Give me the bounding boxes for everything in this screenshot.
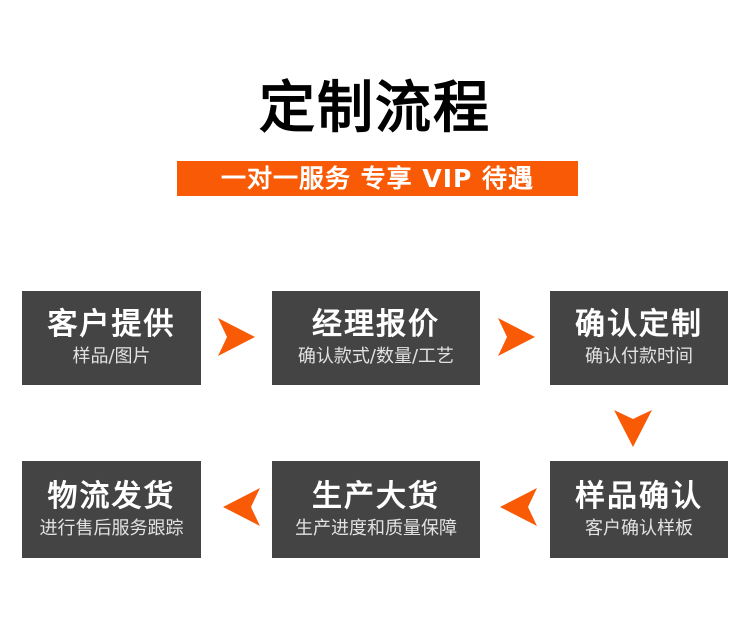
flow-step-title: 样品确认 [575, 478, 703, 514]
flow-step-title: 确认定制 [575, 307, 703, 342]
flow-step-title: 生产大货 [312, 478, 440, 514]
arrow-right-icon [494, 316, 538, 358]
flow-step-box-3[interactable]: 确认定制 确认付款时间 [550, 291, 728, 385]
flow-step-title: 物流发货 [47, 478, 176, 514]
flow-step-subtitle: 生产进度和质量保障 [295, 517, 457, 539]
flow-step-box-6[interactable]: 物流发货 进行售后服务跟踪 [22, 461, 201, 558]
flow-step-box-2[interactable]: 经理报价 确认款式/数量/工艺 [272, 291, 480, 385]
arrow-down-icon [612, 406, 654, 450]
flow-step-title: 经理报价 [312, 307, 440, 342]
arrow-left-icon [220, 486, 264, 528]
subtitle-text: 一对一服务 专享 VIP 待遇 [220, 164, 535, 193]
arrow-left-icon [497, 486, 541, 528]
flow-step-box-1[interactable]: 客户提供 样品/图片 [22, 291, 201, 385]
flow-step-subtitle: 进行售后服务跟踪 [39, 517, 184, 539]
flow-step-box-5[interactable]: 生产大货 生产进度和质量保障 [272, 461, 480, 558]
arrow-right-icon [214, 316, 258, 358]
flow-step-box-4[interactable]: 样品确认 客户确认样板 [550, 461, 728, 558]
page-title: 定制流程 [259, 76, 491, 141]
flow-step-subtitle: 客户确认样板 [585, 517, 693, 539]
flow-step-subtitle: 确认付款时间 [585, 346, 693, 367]
subtitle-banner: 一对一服务 专享 VIP 待遇 [177, 161, 578, 196]
flow-step-subtitle: 确认款式/数量/工艺 [297, 346, 455, 367]
flow-step-title: 客户提供 [47, 307, 176, 342]
flow-step-subtitle: 样品/图片 [72, 346, 151, 367]
